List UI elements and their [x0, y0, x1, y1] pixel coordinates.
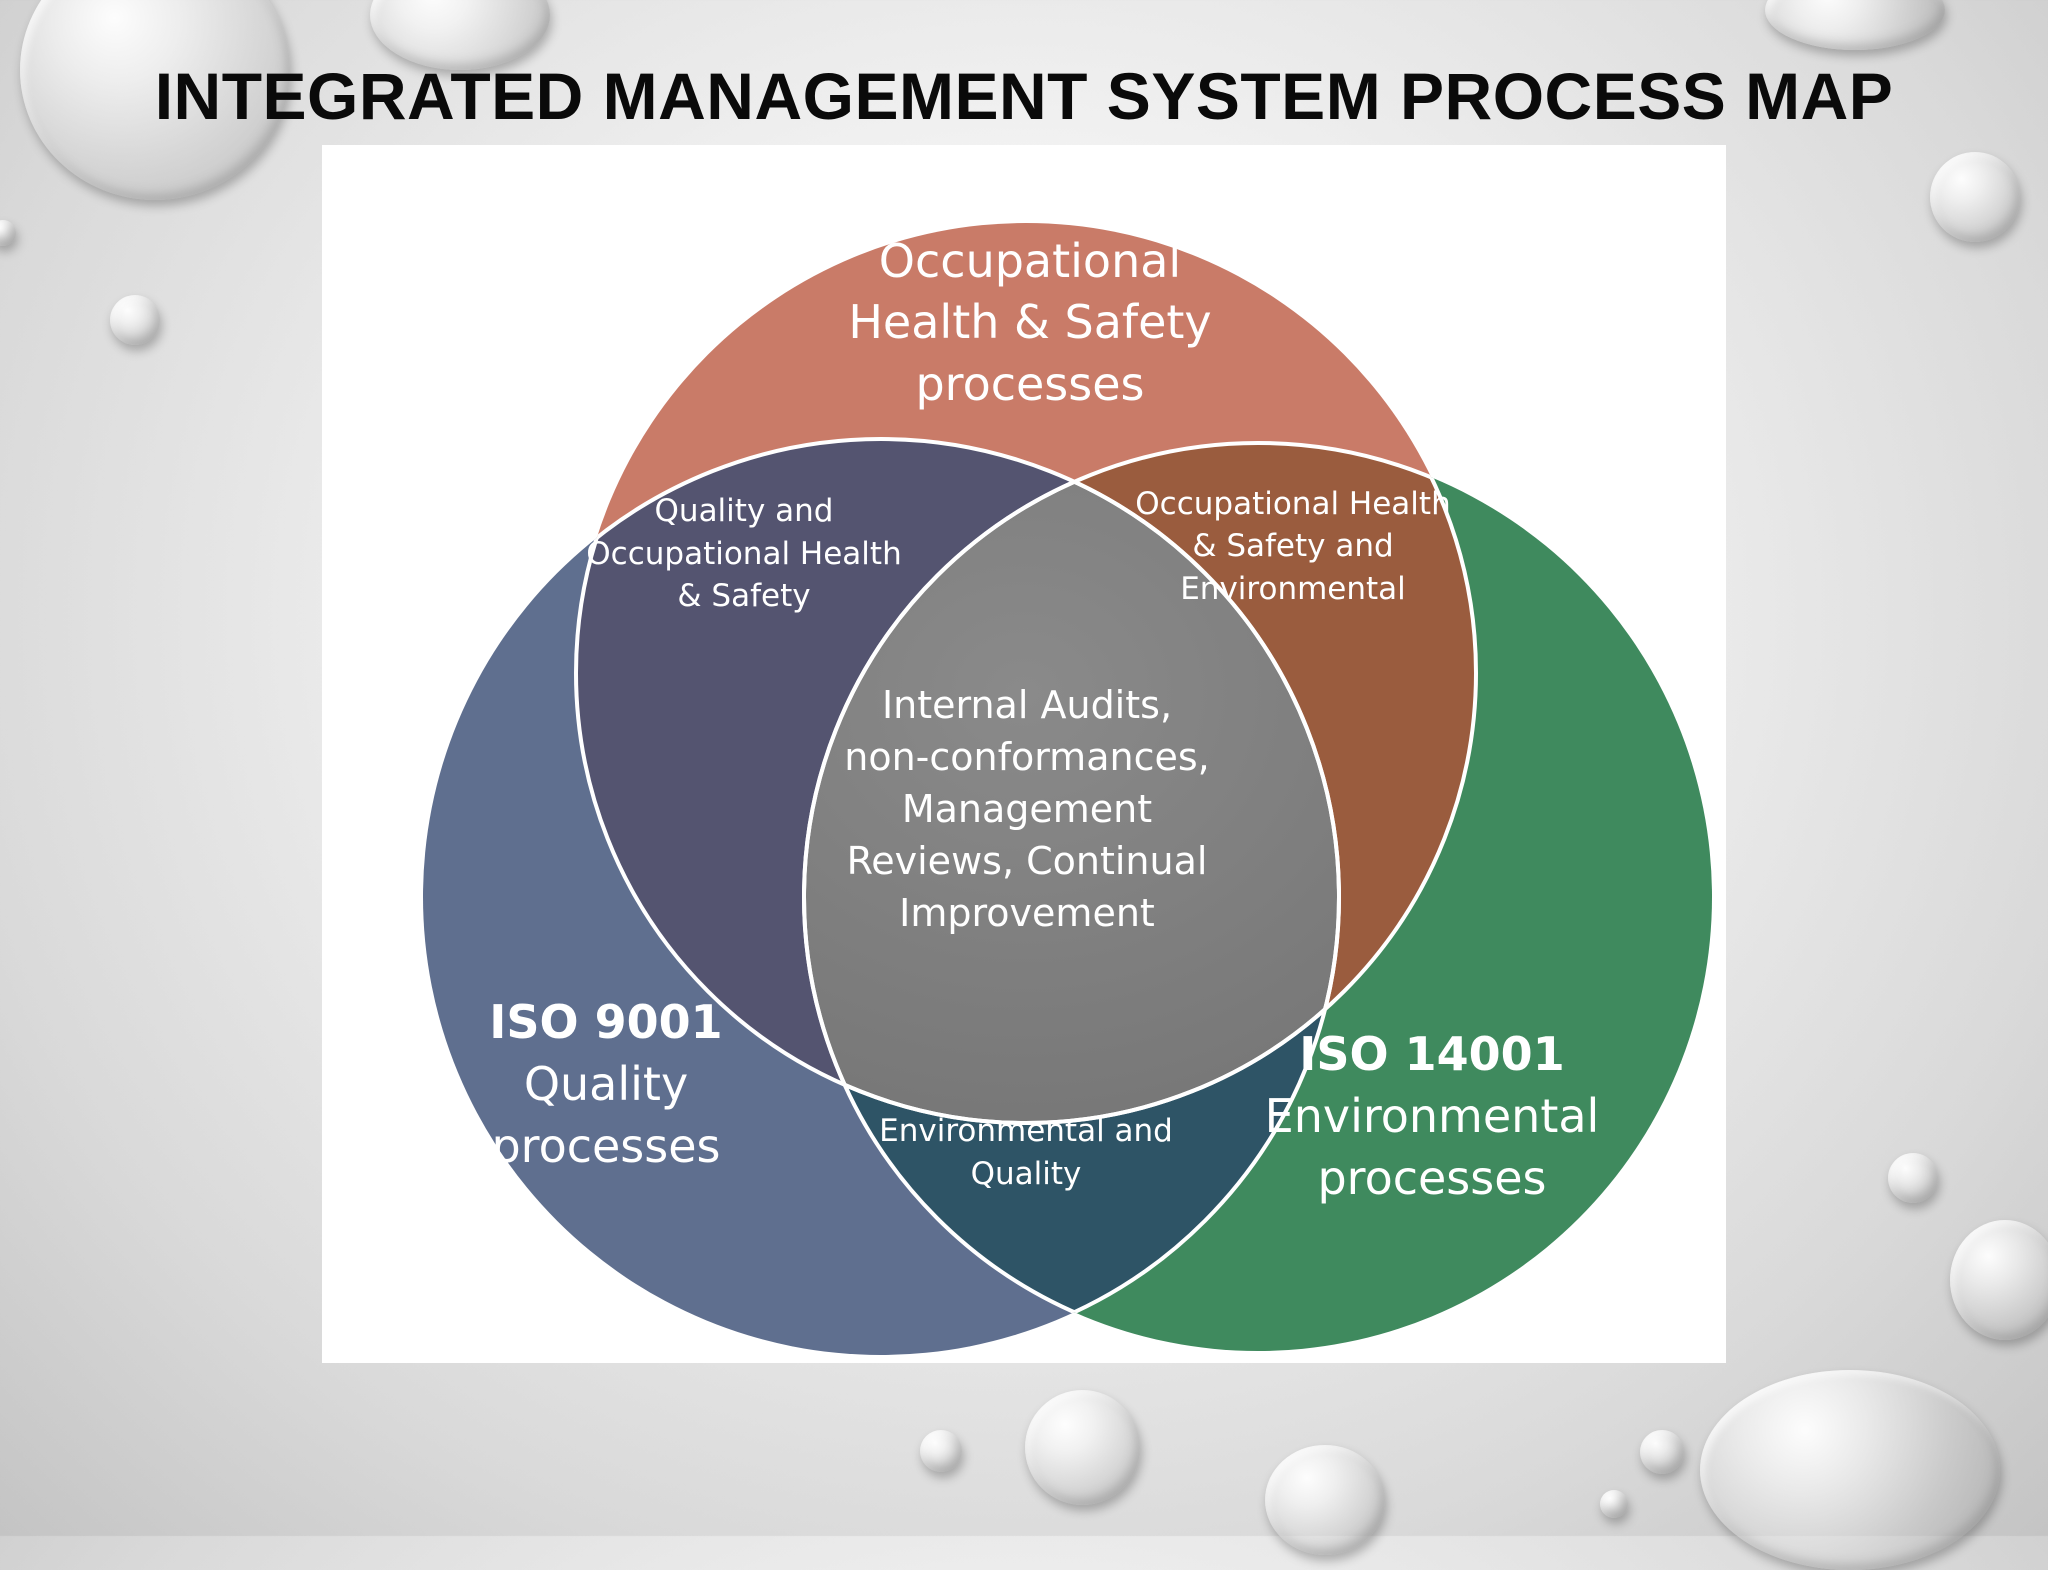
venn-diagram-panel: ISO 45001 Occupational Health & Safety p… [322, 145, 1726, 1363]
environmental-label: ISO 14001 Environmental processes [1265, 1027, 1600, 1205]
quality-desc-line: processes [491, 1119, 720, 1173]
water-droplet-decoration [1265, 1445, 1385, 1555]
ohs-env-label: Occupational Health & Safety and Environ… [1135, 486, 1450, 607]
water-droplet-decoration [1640, 1430, 1684, 1474]
center-line: Improvement [899, 891, 1155, 935]
center-line: Internal Audits, [882, 683, 1172, 727]
center-label: Internal Audits, non-conformances, Manag… [844, 683, 1209, 935]
water-droplet-decoration [1600, 1490, 1628, 1518]
center-line: non-conformances, [844, 735, 1209, 779]
water-droplet-decoration [920, 1430, 962, 1472]
center-line: Management [902, 787, 1152, 831]
quality-ohs-line: Quality and [655, 493, 834, 529]
venn-diagram: ISO 45001 Occupational Health & Safety p… [423, 174, 1712, 1355]
water-droplet-decoration [1888, 1153, 1938, 1203]
env-quality-label: Environmental and Quality [879, 1113, 1173, 1192]
ohs-circle-outline [804, 443, 1478, 1125]
quality-ohs-line: Occupational Health [586, 536, 901, 572]
ohs-env-line: & Safety and [1192, 528, 1393, 564]
ohs-desc-line: Occupational [879, 234, 1181, 288]
ohs-standard: ISO 45001 [897, 174, 1162, 228]
quality-circle-outline [804, 443, 1341, 1351]
slide-title: INTEGRATED MANAGEMENT SYSTEM PROCESS MAP [154, 59, 1894, 133]
quality-ohs-label: Quality and Occupational Health & Safety [586, 493, 901, 614]
ohs-label: ISO 45001 Occupational Health & Safety p… [848, 174, 1211, 411]
environmental-desc-line: Environmental [1265, 1089, 1600, 1143]
water-droplet-decoration [110, 295, 160, 345]
quality-desc-line: Quality [524, 1057, 688, 1111]
quality-standard: ISO 9001 [489, 995, 722, 1049]
ohs-env-line: Environmental [1180, 571, 1406, 607]
water-droplet-decoration [1950, 1220, 2048, 1340]
environmental-desc-line: processes [1317, 1151, 1546, 1205]
water-droplet-decoration [0, 220, 16, 246]
ohs-env-line: Occupational Health [1135, 486, 1450, 522]
water-droplet-decoration [1930, 152, 2020, 242]
water-droplet-decoration [1700, 1370, 2000, 1570]
water-droplet-decoration [20, 0, 290, 200]
center-line: Reviews, Continual [847, 839, 1208, 883]
quality-label: ISO 9001 Quality processes [489, 995, 722, 1173]
quality-ohs-line: & Safety [677, 578, 810, 614]
environmental-standard: ISO 14001 [1299, 1027, 1564, 1081]
water-droplet-decoration [1765, 0, 1945, 50]
ohs-desc-line: processes [915, 357, 1144, 411]
env-quality-line: Environmental and [879, 1113, 1173, 1149]
ohs-desc-line: Health & Safety [848, 295, 1211, 349]
env-quality-line: Quality [971, 1156, 1082, 1192]
water-droplet-decoration [1025, 1390, 1140, 1505]
